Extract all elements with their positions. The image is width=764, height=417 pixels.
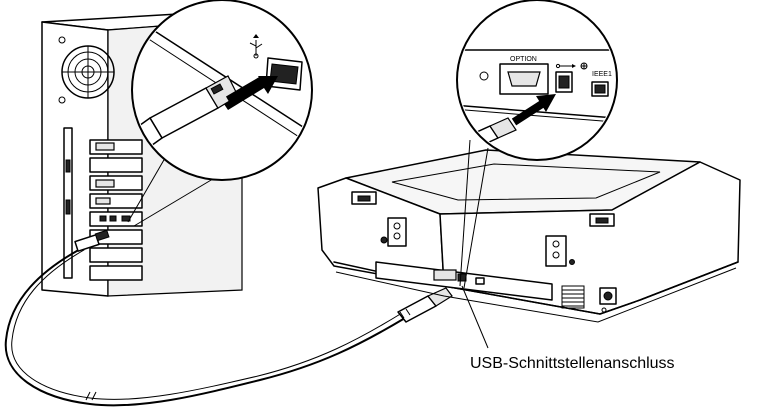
usb-cable (4, 229, 453, 407)
fan-grille (61, 45, 115, 99)
ieee-port-label: IEEE1 (592, 71, 612, 78)
scanner-vent (561, 285, 585, 309)
scanner-body (317, 149, 741, 323)
computer-port-zoom (127, 0, 313, 227)
option-port-label: OPTION (510, 56, 537, 63)
computer-usb-plug (74, 229, 110, 252)
usb-port-callout-label: USB-Schnittstellenanschluss (470, 355, 675, 372)
callout-leader (461, 285, 489, 349)
scanner-port-zoom: OPTION IEEE1 (456, 0, 618, 289)
usb-symbol-icon (249, 34, 263, 59)
scanner-usb-plug (397, 287, 453, 323)
usb-symbol-icon-scanner (555, 62, 588, 70)
